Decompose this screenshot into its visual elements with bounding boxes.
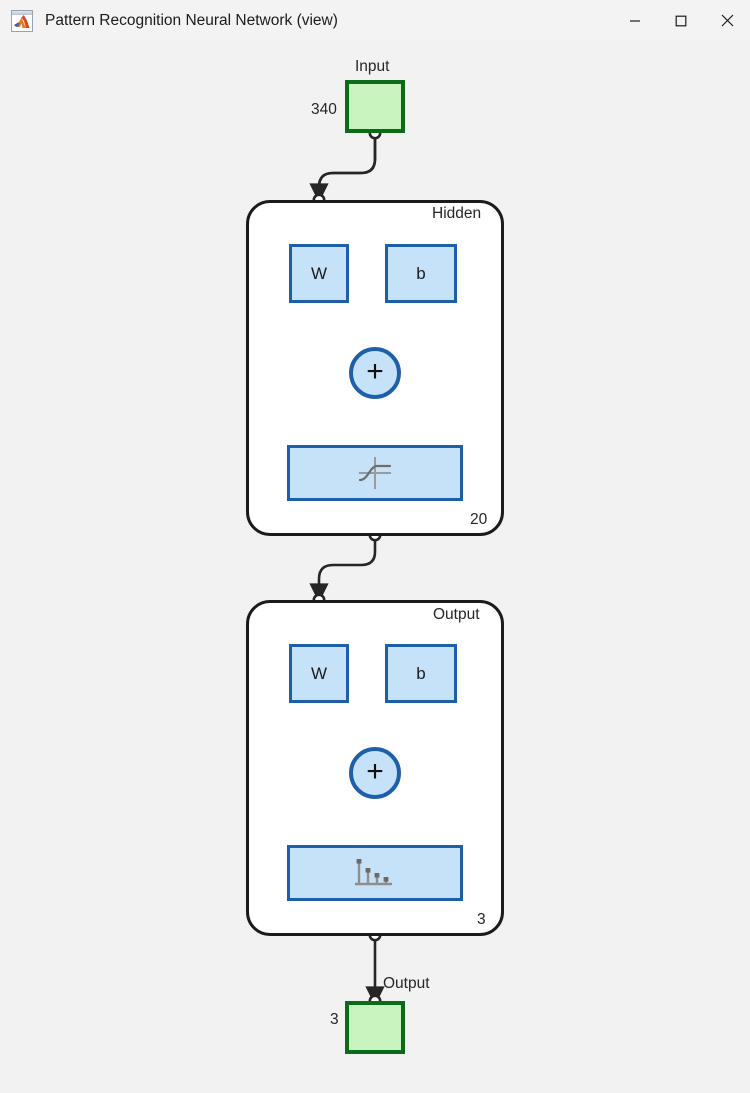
hidden-weight-block[interactable]: W xyxy=(289,244,349,303)
close-button[interactable] xyxy=(704,0,750,41)
hidden-sum-node[interactable]: + xyxy=(349,347,401,399)
maximize-button[interactable] xyxy=(658,0,704,41)
hidden-layer-name: Hidden xyxy=(432,205,482,222)
input-block[interactable] xyxy=(345,80,405,133)
softmax-stem-icon xyxy=(355,859,392,886)
output-layer-name: Output xyxy=(433,606,480,623)
minimize-button[interactable] xyxy=(612,0,658,41)
output-bias-block[interactable]: b xyxy=(385,644,457,703)
input-size-label: 340 xyxy=(311,101,337,118)
hidden-bias-block[interactable]: b xyxy=(385,244,457,303)
window-controls xyxy=(612,0,750,41)
output-layer-count: 3 xyxy=(477,911,486,928)
window-title: Pattern Recognition Neural Network (view… xyxy=(45,11,338,29)
output-size-label: 3 xyxy=(330,1011,339,1028)
plus-icon: + xyxy=(366,754,384,788)
hidden-layer-count: 20 xyxy=(470,511,488,528)
output-block[interactable] xyxy=(345,1001,405,1054)
tansig-sigmoid-icon xyxy=(358,457,392,489)
output-weight-block[interactable]: W xyxy=(289,644,349,703)
output-label: Output xyxy=(383,975,430,992)
matlab-icon xyxy=(11,9,33,32)
hidden-transfer-function-block[interactable] xyxy=(287,445,463,501)
network-diagram-canvas[interactable]: Input 340 Hidden 20 W b + Output 3 W b + xyxy=(0,41,750,1093)
input-label: Input xyxy=(355,58,390,75)
window-titlebar: Pattern Recognition Neural Network (view… xyxy=(0,0,750,41)
output-sum-node[interactable]: + xyxy=(349,747,401,799)
plus-icon: + xyxy=(366,354,384,388)
output-transfer-function-block[interactable] xyxy=(287,845,463,901)
